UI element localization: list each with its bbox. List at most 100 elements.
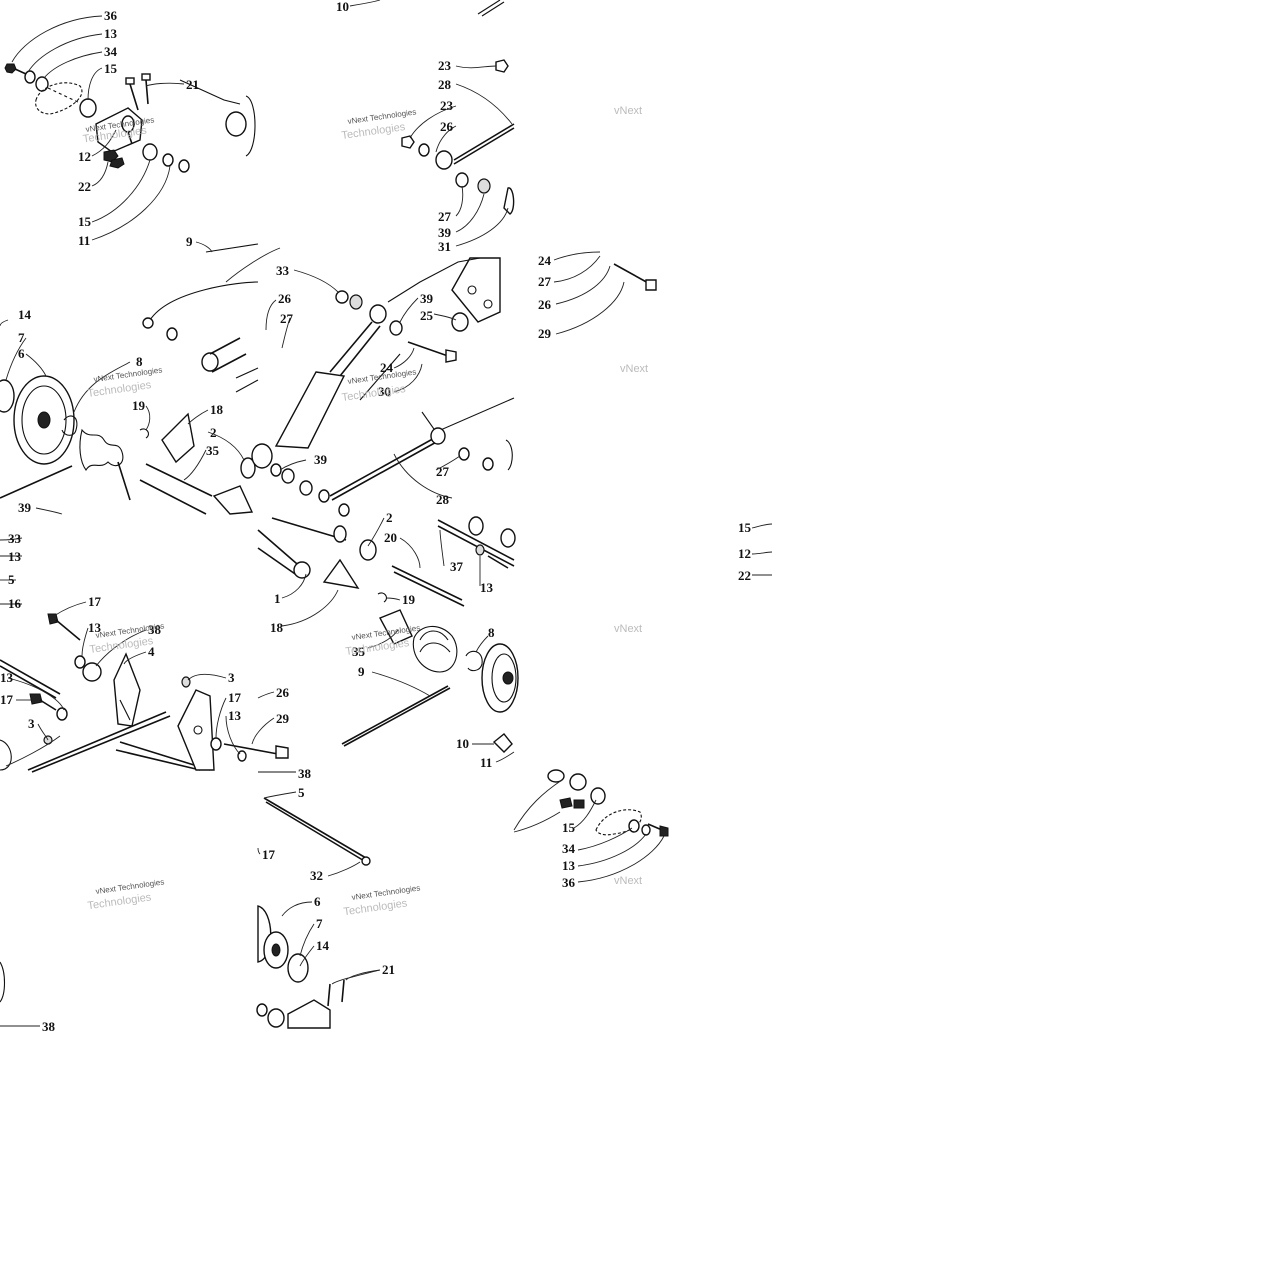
callout-37: 37 <box>450 559 464 574</box>
svg-text:vNext Technologies: vNext Technologies <box>93 365 163 384</box>
callout-13g: 13 <box>562 858 576 873</box>
callout-28: 28 <box>438 77 452 92</box>
callout-39: 39 <box>438 225 452 240</box>
callout-8: 8 <box>136 354 143 369</box>
callout-29b: 29 <box>276 711 290 726</box>
washer-13c <box>74 655 86 669</box>
callout-27b: 27 <box>280 311 294 326</box>
callout-8b: 8 <box>488 625 495 640</box>
callout-13b: 13 <box>8 549 22 564</box>
tile-lower-left <box>0 613 289 773</box>
bearing-7 <box>0 379 15 413</box>
callout-18b: 18 <box>270 620 284 635</box>
callout-25: 25 <box>420 308 434 323</box>
tile-lower-center <box>257 516 519 753</box>
callout-39b: 39 <box>18 500 32 515</box>
washer-13d <box>641 824 651 836</box>
fitting-10 <box>492 733 513 753</box>
callout-26b: 26 <box>278 291 292 306</box>
bolts-21c <box>327 979 345 1007</box>
callout-2: 2 <box>210 425 217 440</box>
callout-11b: 11 <box>480 755 492 770</box>
spindle-2 <box>139 457 256 515</box>
bushing-27b <box>201 352 219 372</box>
callout-23b: 23 <box>440 98 454 113</box>
bolt-29 <box>613 263 657 291</box>
bolt-24 <box>407 341 457 363</box>
callout-9b: 9 <box>358 664 365 679</box>
bolt-13b <box>487 555 509 569</box>
callout-15b: 15 <box>78 214 92 229</box>
callout-35b: 35 <box>352 644 366 659</box>
callout-29: 29 <box>538 326 552 341</box>
callouts-tile-top-left: 36 13 34 15 21 12 22 15 11 9 <box>78 8 199 249</box>
callout-27: 27 <box>438 209 452 224</box>
callout-39c: 39 <box>420 291 434 306</box>
watermarks: vNext Technologies Technologies vNext Te… <box>82 107 421 918</box>
bracket-4 <box>113 652 141 727</box>
callout-3b: 3 <box>228 670 235 685</box>
callout-10: 10 <box>336 0 349 14</box>
tile-bottom-left <box>0 961 6 1003</box>
callout-2b: 2 <box>386 510 393 525</box>
washer-11 <box>162 153 174 167</box>
nut-23 <box>401 135 415 149</box>
pivot-block-12d <box>547 769 587 809</box>
callouts-tile-lower-right: 15 12 22 <box>738 520 752 583</box>
bracket-top <box>451 257 501 323</box>
pivot-block-12 <box>95 107 143 153</box>
washer-26b <box>166 327 178 341</box>
svg-text:vNext: vNext <box>620 363 648 375</box>
clip-19b <box>377 592 387 603</box>
wheel-6c <box>257 905 289 969</box>
svg-text:vNext Technologies: vNext Technologies <box>351 883 421 902</box>
watermark: vNext Technologies Technologies <box>87 877 165 912</box>
tile-bottom-center <box>256 771 371 1029</box>
callout-39d: 39 <box>314 452 328 467</box>
callout-22b: 22 <box>738 568 751 583</box>
tile-middle-left <box>0 281 259 515</box>
washer-33 <box>349 294 363 310</box>
rod-32 <box>263 797 371 866</box>
nut-33b <box>335 290 349 304</box>
washer-39b <box>389 320 403 336</box>
washer-26 <box>418 143 430 157</box>
bushing-15-bottom <box>142 143 158 161</box>
tile-middle-center <box>251 257 515 517</box>
shaft-37 <box>437 519 515 567</box>
washer-39 <box>477 178 491 194</box>
callout-12: 12 <box>78 149 91 164</box>
callout-17c: 17 <box>228 690 242 705</box>
bushing-28 <box>435 150 453 170</box>
callout-10b: 10 <box>456 736 469 751</box>
callout-17d: 17 <box>262 847 276 862</box>
callout-5: 5 <box>8 572 15 587</box>
wheel-edge-top <box>225 95 256 157</box>
callout-20: 20 <box>384 530 397 545</box>
callout-33: 33 <box>276 263 290 278</box>
washer-34d <box>628 819 640 833</box>
watermark: vNext Technologies Technologies <box>343 883 421 918</box>
callout-27c: 27 <box>436 464 450 479</box>
bushing-15d <box>590 787 606 805</box>
callout-6: 6 <box>18 346 25 361</box>
callout-38b: 38 <box>42 1019 56 1034</box>
callout-9: 9 <box>186 234 193 249</box>
bolt-36 <box>4 63 27 75</box>
callout-17b: 17 <box>0 692 14 707</box>
callout-14: 14 <box>18 307 32 322</box>
nuts-22 <box>103 149 125 169</box>
callout-5b: 5 <box>298 785 305 800</box>
callout-33b: 33 <box>8 531 22 546</box>
callout-24: 24 <box>380 360 394 375</box>
shaft-20 <box>391 565 465 607</box>
callout-21b: 21 <box>382 962 395 977</box>
leader-lines <box>0 0 773 1027</box>
tile-bottom-right: vNext <box>547 769 669 887</box>
callout-21: 21 <box>186 77 199 92</box>
callout-19: 19 <box>132 398 146 413</box>
callouts-tile-lower-center: 2 20 37 13 1 18 19 8 35 9 10 11 <box>270 510 495 770</box>
callout-36b: 36 <box>562 875 576 890</box>
shock-absorber <box>251 304 387 469</box>
